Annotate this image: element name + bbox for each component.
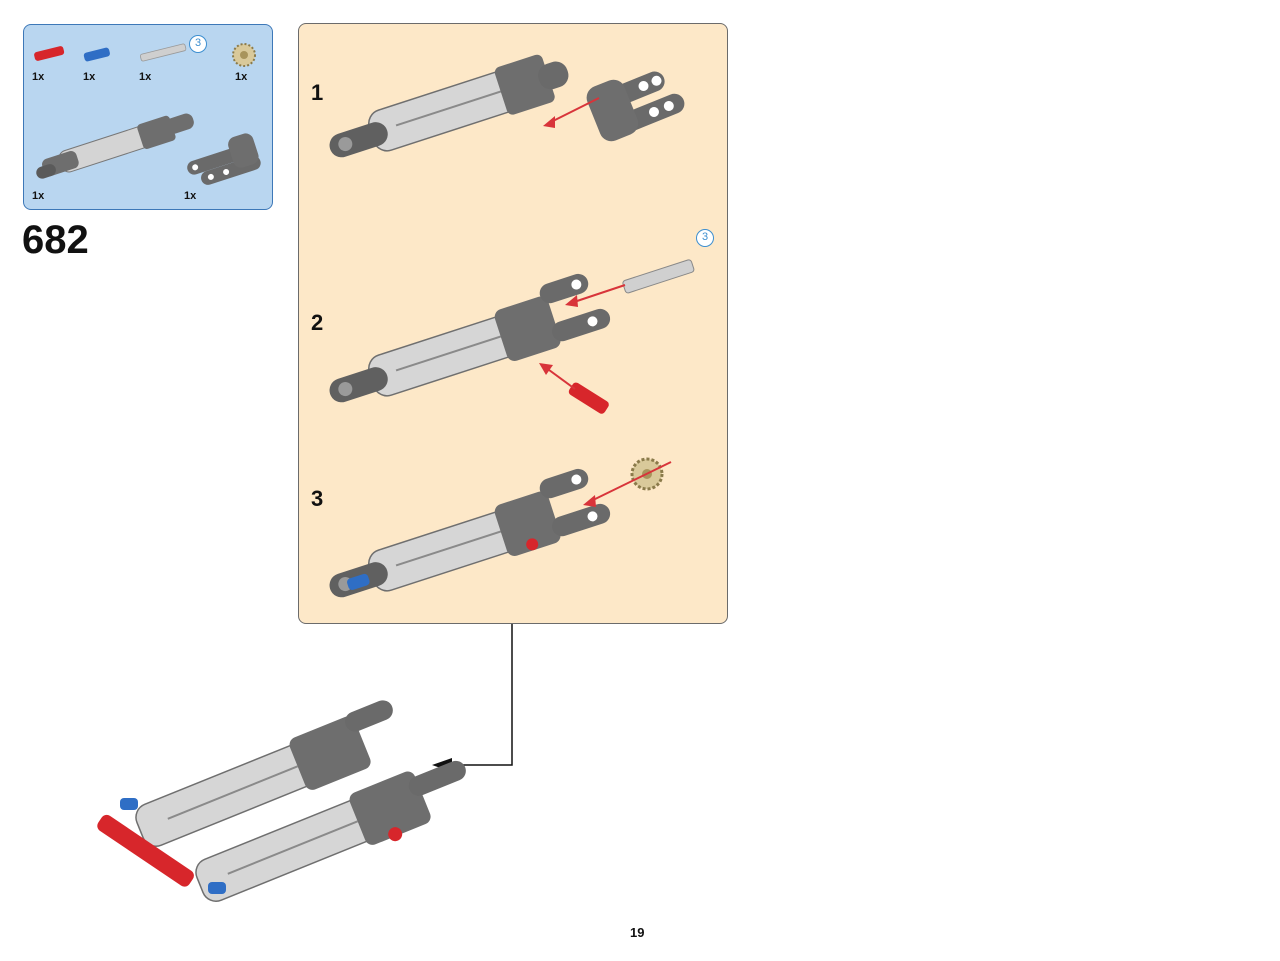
connector-block-step1 [586, 71, 685, 142]
parts-list: 1x 1x 3 1x 1x 1x 1x [23, 24, 273, 210]
substep-number-3: 3 [311, 486, 324, 511]
red-axle-pin-icon [34, 46, 65, 61]
qty-cylinder: 1x [32, 190, 45, 202]
substep-number-2: 2 [311, 310, 324, 335]
tan-gear-icon [232, 43, 256, 67]
red-beam [97, 814, 194, 887]
axle-length-badge: 3 [189, 35, 207, 53]
blue-pin-icon [83, 47, 110, 62]
qty-connector: 1x [184, 190, 197, 202]
page-number: 19 [630, 925, 645, 940]
grey-axle-step2 [622, 259, 695, 294]
pneumatic-cylinder-icon [36, 113, 194, 179]
qty-blue-pin: 1x [83, 71, 96, 83]
step-number: 682 [22, 218, 89, 262]
qty-red-pin: 1x [32, 71, 45, 83]
step3-illustration [329, 457, 672, 598]
substep-callout: 1 2 3 3 [298, 23, 728, 624]
step2-illustration [329, 259, 695, 414]
qty-grey-axle: 1x [139, 71, 152, 83]
connector-block-icon [187, 133, 261, 185]
red-pin-step2 [568, 382, 609, 414]
grey-axle-icon [139, 43, 187, 62]
step1-illustration [329, 54, 685, 158]
qty-gear: 1x [235, 71, 248, 83]
main-assembly [97, 700, 466, 902]
substep-number-1: 1 [311, 80, 324, 105]
axle-length-badge-step2: 3 [696, 229, 714, 247]
